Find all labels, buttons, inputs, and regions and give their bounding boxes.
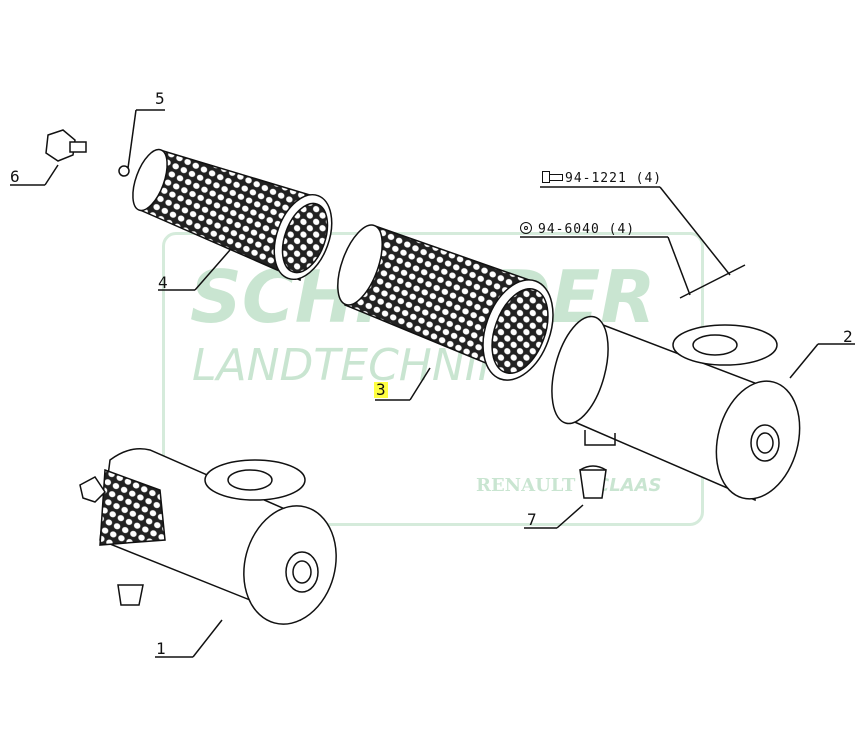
callout-7[interactable]: 7 [527, 510, 537, 529]
washer-icon [520, 222, 532, 234]
reference-washer[interactable]: 94-6040 (4) [520, 222, 635, 237]
part-1-assembly [79, 448, 337, 658]
part-6-fitting [10, 129, 87, 186]
watermark-renault: RENAULT [476, 475, 576, 496]
callout-4[interactable]: 4 [158, 273, 168, 292]
part-2-housing [520, 186, 855, 502]
part-7-valve [524, 465, 607, 529]
bolt-shaft [550, 174, 563, 181]
part-5-screw [118, 109, 165, 177]
reference-bolt-text: 94-1221 (4) [565, 171, 663, 186]
callout-6[interactable]: 6 [10, 167, 20, 186]
part-3-outer-filter [337, 224, 554, 401]
reference-washer-text: 94-6040 (4) [538, 222, 636, 237]
callout-5[interactable]: 5 [155, 89, 165, 108]
bolt-icon [542, 171, 550, 183]
reference-bolt[interactable]: 94-1221 (4) [542, 171, 662, 186]
part-4-inner-filter [132, 148, 333, 291]
callout-3[interactable]: 3 [374, 380, 388, 399]
watermark-claas: CLAAS [596, 475, 662, 496]
callout-2[interactable]: 2 [843, 327, 853, 346]
callout-1[interactable]: 1 [156, 639, 166, 658]
